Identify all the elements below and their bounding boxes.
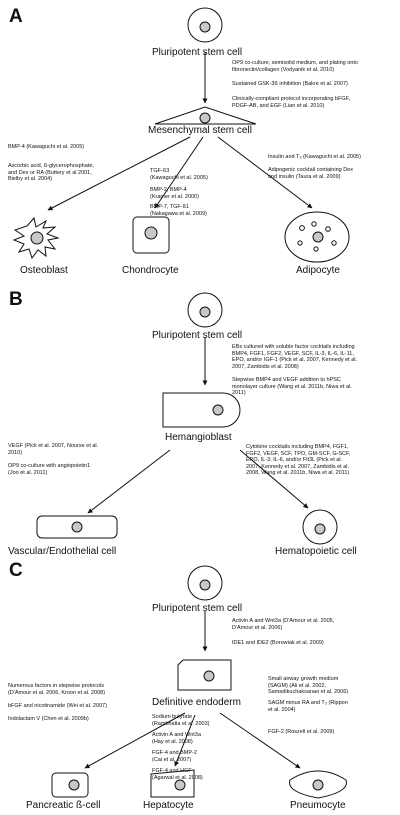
panel-b-hemangioblast-cell — [162, 392, 241, 428]
panel-a-adipocyte-cell — [284, 211, 350, 263]
panel-c-top-note-2: IDE1 and IDE2 (Borowiak et al. 2009) — [232, 640, 324, 646]
panel-a-chondrocyte-label: Chondrocyte — [122, 265, 179, 276]
panel-a-chondrocyte-cell — [132, 216, 170, 254]
panel-a-mesenchymal-label: Mesenchymal stem cell — [148, 125, 252, 136]
panel-c-arrow-to-hepatocyte — [174, 714, 196, 767]
panel-c-hepatocyte-note-4: FGF-4 and HGF(Agarwal et al. 2008) — [152, 768, 203, 781]
panel-c-endoderm-cell — [177, 659, 232, 691]
panel-c-hepatocyte-note-2: Activin A and Wnt3a(Hay et al. 2008) — [152, 732, 201, 745]
panel-c-shapes — [51, 565, 347, 799]
panel-c-arrow-to-pancreatic — [84, 712, 186, 769]
panel-a-shapes — [12, 7, 350, 263]
panel-c-pancreatic-note-2: bFGF and nicotinamide (Wei et al. 2007) — [8, 703, 107, 709]
panel-a-osteoblast-note-1: BMP-4 (Kawaguchi et al. 2005) — [8, 144, 85, 150]
panel-a-osteoblast-label: Osteoblast — [20, 265, 68, 276]
panel-c-pluripotent-cell — [187, 565, 223, 601]
panel-b-hematopoietic-note-1: Cytokine cocktails including BMP4, FGF1,… — [246, 444, 351, 477]
panel-b-endothelial-note-1: VEGF (Pick et al. 2007, Nourse et al.201… — [8, 443, 99, 456]
panel-a-mesenchymal-cell — [154, 106, 257, 125]
panel-c-endoderm-label: Definitive endoderm — [152, 697, 241, 708]
panel-b-hematopoietic-cell — [302, 509, 338, 545]
panel-b-arrow-to-hematopoietic — [239, 449, 309, 509]
panel-c-pneumocyte-label: Pneumocyte — [290, 800, 346, 811]
panel-a-top-note-1: OP9 co-culture, semisolid medium, and pl… — [232, 60, 358, 73]
panel-a-chondrocyte-note-3: BMP-7, TGF-ß1(Nakagawa et al. 2009) — [150, 204, 207, 217]
panel-c-arrow-to-pneumocyte — [219, 712, 301, 769]
panel-a-chondrocyte-note-1: TGF-ß3(Kawaguchi et al. 2005) — [150, 168, 208, 181]
panel-b-endothelial-note-2: OP9 co-culture with angiopoietin1(Joo et… — [8, 463, 91, 476]
panel-c-pancreatic-note-3: Indolactam V (Chen et al. 2009b) — [8, 716, 89, 722]
panel-b-hematopoietic-label: Hematopoietic cell — [275, 546, 357, 557]
panel-letter-a: A — [9, 6, 23, 27]
panel-b-hemangioblast-label: Hemangioblast — [165, 432, 232, 443]
panel-b-top-note-1: EBs cultured with soluble factor cocktai… — [232, 344, 358, 370]
panel-c-top-note-1: Activin A and Wnt3a (D'Amour et al. 2005… — [232, 618, 335, 631]
panel-b-pluripotent-label: Pluripotent stem cell — [152, 330, 243, 341]
panel-c-pneumocyte-note-3: FGF-2 (Roszell et al. 2009) — [268, 729, 335, 735]
panel-a-adipocyte-label: Adipocyte — [296, 265, 340, 276]
panel-letter-c: C — [9, 560, 23, 581]
panel-c-pancreatic-cell — [51, 772, 89, 798]
panel-a-top-note-2: Sustained GSK-3ß inhibition (Bakre et al… — [232, 81, 348, 87]
panel-a-pluripotent-cell — [187, 7, 223, 43]
panel-c-hepatocyte-note-3: FGF-4 and BMP-2(Cai et al. 2007) — [152, 750, 197, 763]
panel-a-arrow-to-chondrocyte — [154, 136, 204, 209]
panel-a-arrow-to-adipocyte — [217, 136, 313, 209]
panel-c-hepatocyte-cell — [150, 769, 195, 798]
panel-c-pluripotent-label: Pluripotent stem cell — [152, 603, 243, 614]
panel-c-hepatocyte-label: Hepatocyte — [143, 800, 194, 811]
panel-b-endothelial-cell — [36, 515, 118, 539]
panel-a-chondrocyte-note-2: BMP-2, BMP-4(Kramer et al. 2000) — [150, 187, 199, 200]
panel-letter-b: B — [9, 289, 23, 310]
panel-a-arrow-to-osteoblast — [47, 136, 191, 211]
panel-b-pluripotent-cell — [187, 292, 223, 328]
panel-c-pneumocyte-cell — [289, 770, 347, 799]
panel-a-pluripotent-label: Pluripotent stem cell — [152, 47, 243, 58]
panel-a-osteoblast-cell — [12, 216, 60, 260]
panel-a-top-note-3: Clinically-compliant protocol incorporat… — [232, 96, 350, 109]
panel-c-pancreatic-label: Pancreatic ß-cell — [26, 800, 101, 811]
panel-a-adipocyte-note-1: Insulin and T₃ (Kawaguchi et al. 2005) — [268, 154, 361, 160]
panel-b-shapes — [36, 292, 338, 545]
panel-c-pneumocyte-note-1: Small airway growth medium(SAGM) (Ali et… — [268, 676, 349, 696]
panel-c-pancreatic-note-1: Numerous factors in stepwise protocols(D… — [8, 683, 106, 696]
panel-b-endothelial-label: Vascular/Endothelial cell — [8, 546, 117, 557]
panel-a-osteoblast-note-2: Ascorbic acid, ß-glycerophosphate,and De… — [8, 163, 94, 183]
panel-c-hepatocyte-note-1: Sodium butyrate(Rambhatla et al. 2003) — [152, 714, 210, 727]
panel-b-arrow-to-endothelial — [87, 449, 171, 514]
